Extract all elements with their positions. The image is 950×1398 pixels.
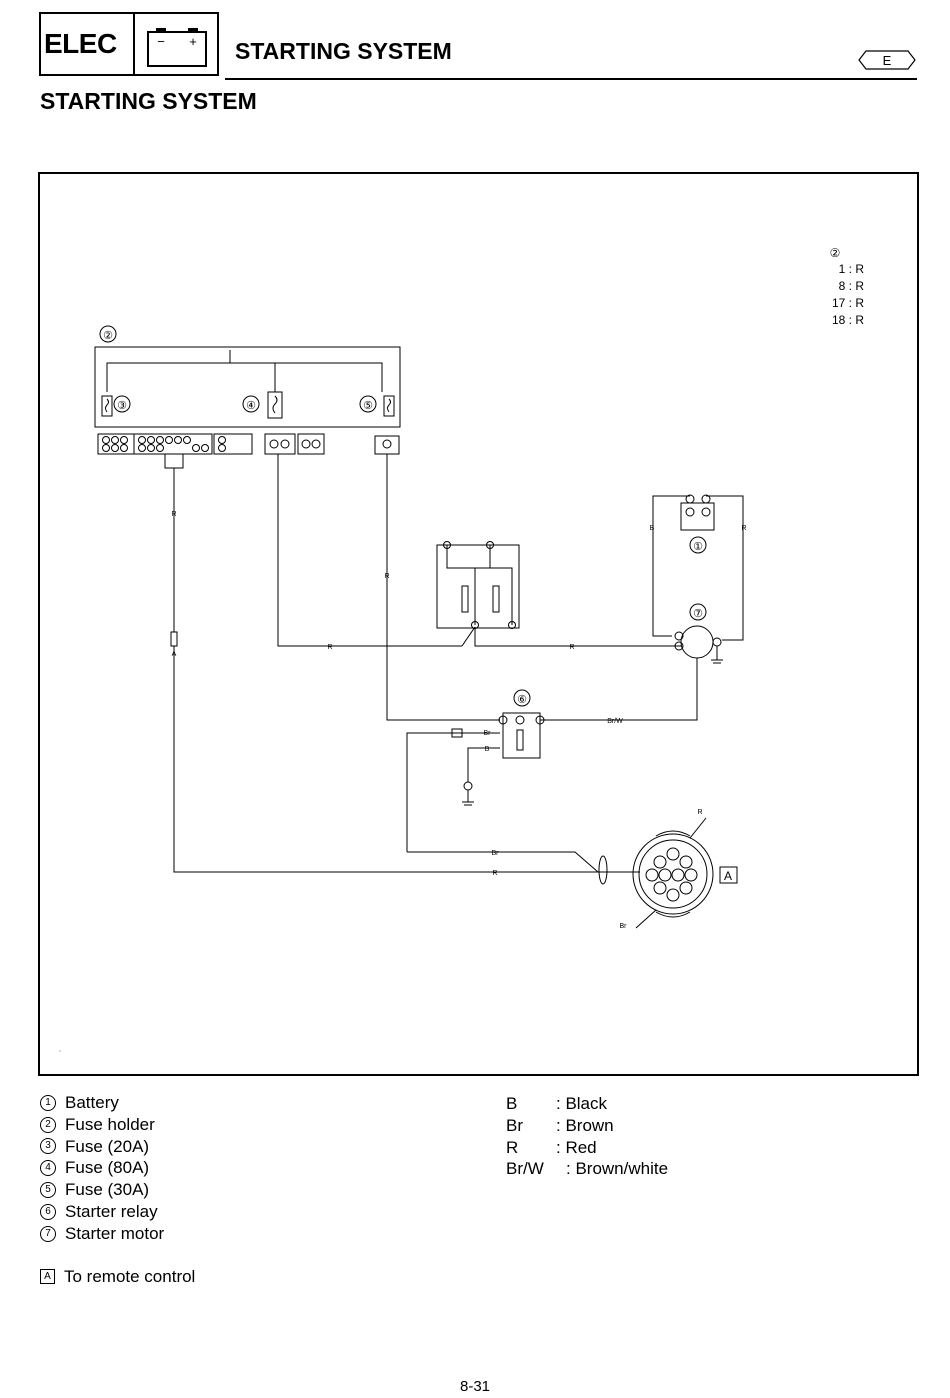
battery: [681, 503, 714, 530]
wire-label-b-2: B: [485, 746, 490, 753]
starter-motor: [681, 626, 713, 658]
fuse-holder-box: [95, 347, 400, 427]
remote-control-connector: [599, 818, 737, 928]
wire-label-b-1: B: [650, 525, 655, 532]
relay-block: [437, 545, 519, 628]
wire-b-battery: [653, 496, 690, 636]
corner-mark: `: [59, 1051, 61, 1058]
ref-starter-relay: ⑥: [517, 694, 527, 706]
ref-fuse-80a: ④: [246, 400, 256, 412]
ref-battery: ①: [693, 541, 703, 553]
color-code-item: R: Red: [506, 1137, 668, 1159]
pin-line-2: 8 : R: [839, 279, 865, 293]
wire-label-r-3: R: [327, 644, 332, 651]
ref-remote-control: A: [724, 869, 732, 883]
wire-label-r-5: R: [741, 525, 746, 532]
pin-line-3: 17 : R: [832, 296, 864, 310]
wire-label-a: A: [172, 651, 177, 658]
wire-br-w: [540, 658, 697, 720]
fuse-holder-bus: [107, 363, 382, 392]
wire-label-r-2: R: [384, 573, 389, 580]
wire-b-relay: [468, 748, 500, 782]
ref-fuse-20a: ③: [117, 400, 127, 412]
wire-r-fuse-80a: [278, 454, 462, 646]
ref-starter-motor: ⑦: [693, 608, 703, 620]
starter-relay: [503, 713, 540, 758]
page-number: 8-31: [0, 1378, 950, 1395]
wire-r-battery: [706, 496, 743, 640]
wire-label-r-4: R: [569, 644, 574, 651]
color-code-item: Br: Brown: [506, 1115, 668, 1137]
wire-label-br-1: Br: [484, 730, 492, 737]
wire-label-r-6: R: [492, 870, 497, 877]
pins-ref: ②: [830, 246, 841, 260]
fuse-80a-symbol: [268, 392, 282, 418]
wire-label-br-w: Br/W: [607, 718, 623, 725]
ref-fuse-30a: ⑤: [363, 400, 373, 412]
pin-line-4: 18 : R: [832, 313, 864, 327]
color-code-item: B: Black: [506, 1093, 668, 1115]
wire-label-r-1: R: [171, 511, 176, 518]
ref-fuse-holder: ②: [103, 330, 113, 342]
pin-line-1: 1 : R: [839, 262, 865, 276]
wire-r-fuse-30a: [387, 454, 500, 720]
connector-pins: [103, 437, 392, 452]
wire-label-br-2: Br: [492, 850, 500, 857]
wire-label-r-7: R: [697, 809, 702, 816]
color-code-legend: B: Black Br: Brown R: Red Br/W: Brown/wh…: [506, 1093, 668, 1180]
wire-br-remote: [407, 852, 598, 872]
fuse-30a-connector: [375, 436, 399, 454]
wire-label-br-3: Br: [620, 923, 628, 930]
color-code-item: Br/W: Brown/white: [506, 1158, 668, 1180]
